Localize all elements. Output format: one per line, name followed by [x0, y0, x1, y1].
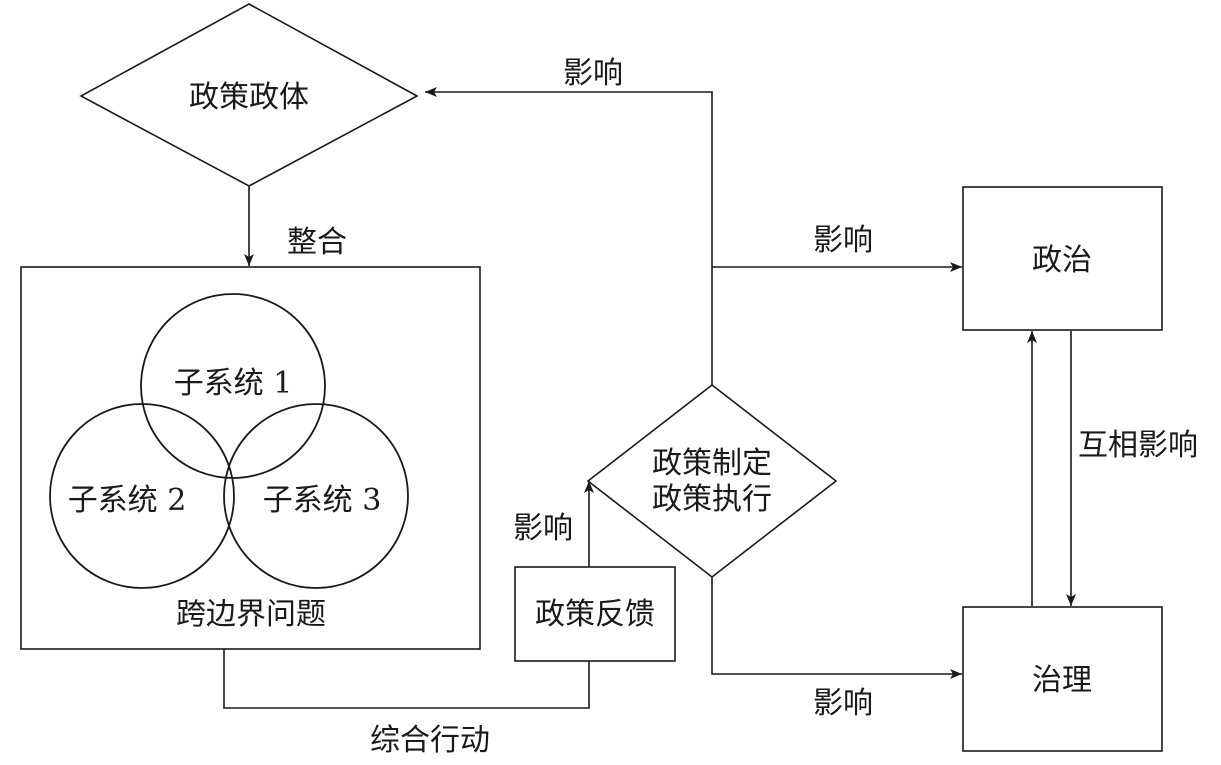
- policy-making-diamond: [586, 383, 838, 579]
- integrate-label: 整合: [287, 225, 347, 260]
- governance-influence-line: [711, 577, 962, 679]
- policy-feedback-label: 政策反馈: [535, 597, 655, 632]
- policy-polity-label: 政策政体: [189, 80, 309, 115]
- subsystem-1-label: 子系统 1: [174, 366, 293, 401]
- policy-feedback-box: [514, 566, 676, 662]
- governance-label: 治理: [1032, 663, 1092, 698]
- policy-making-label-1: 政策制定: [652, 446, 772, 481]
- feedback-influence-label: 影响: [513, 511, 573, 546]
- comprehensive-action-label: 综合行动: [370, 723, 490, 758]
- governance-box: [962, 606, 1163, 752]
- subsystem-2-label: 子系统 2: [68, 483, 187, 518]
- subsystem-3-circle: [223, 403, 409, 589]
- governance-influence-label: 影响: [813, 686, 873, 721]
- subsystem-2-circle: [49, 403, 235, 589]
- comprehensive-action-line: [223, 649, 590, 709]
- politics-box: [962, 186, 1163, 331]
- mutual-influence-label: 互相影响: [1078, 428, 1198, 463]
- subsystem-3-label: 子系统 3: [263, 483, 382, 518]
- top-influence-label: 影响: [563, 56, 623, 91]
- cross-boundary-box: [20, 266, 481, 650]
- politics-label: 政治: [1032, 243, 1092, 278]
- policy-making-label-2: 政策执行: [652, 482, 772, 517]
- top-influence-line: [425, 87, 713, 385]
- politics-influence-label: 影响: [813, 223, 873, 258]
- cross-boundary-label: 跨边界问题: [176, 597, 326, 632]
